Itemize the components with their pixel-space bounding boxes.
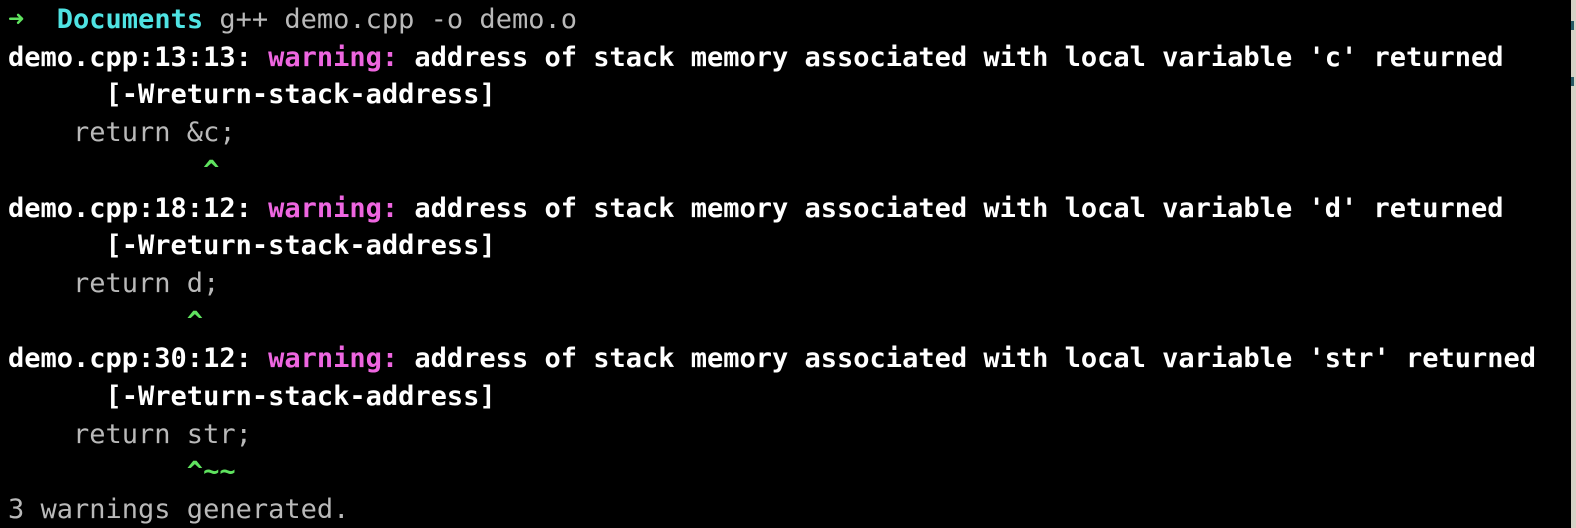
file-location: demo.cpp:13:13: — [8, 41, 269, 73]
source-line: return str; — [8, 418, 252, 450]
warning-message: address of stack memory associated with … — [414, 343, 1537, 375]
terminal-line: demo.cpp:30:12: warning: address of stac… — [8, 340, 1566, 378]
terminal-line: [-Wreturn-stack-address] — [8, 227, 1566, 265]
source-line: return d; — [8, 267, 220, 299]
warning-flag: [-Wreturn-stack-address] — [8, 381, 496, 413]
caret-marker: ^ — [8, 305, 204, 337]
warning-message: address of stack memory associated with … — [414, 41, 1504, 73]
terminal-line: return d; — [8, 265, 1566, 303]
terminal-line: 3 warnings generated. — [8, 491, 1566, 528]
terminal-line: return &c; — [8, 114, 1566, 152]
terminal-line: return str; — [8, 416, 1566, 454]
terminal-line: [-Wreturn-stack-address] — [8, 76, 1566, 114]
background-window-edge[interactable] — [1571, 0, 1576, 528]
terminal-line: [-Wreturn-stack-address] — [8, 378, 1566, 416]
command-text: g++ demo.cpp -o demo.o — [203, 4, 577, 35]
warning-message: address of stack memory associated with … — [414, 192, 1504, 224]
terminal-line: demo.cpp:13:13: warning: address of stac… — [8, 39, 1566, 77]
warning-label: warning: — [268, 41, 415, 73]
terminal-line: demo.cpp:18:12: warning: address of stac… — [8, 190, 1566, 228]
file-location: demo.cpp:18:12: — [8, 192, 269, 224]
terminal-line: ^~~ — [8, 453, 1566, 491]
warning-label: warning: — [268, 343, 415, 375]
edge-mark — [1571, 77, 1574, 86]
warning-flag: [-Wreturn-stack-address] — [8, 79, 496, 111]
warning-label: warning: — [268, 192, 415, 224]
terminal-line: ^ — [8, 152, 1566, 190]
terminal-line: ^ — [8, 303, 1566, 341]
warning-flag: [-Wreturn-stack-address] — [8, 230, 496, 262]
source-line: return &c; — [8, 117, 236, 149]
terminal-line: ➜ Documents g++ demo.cpp -o demo.o — [8, 1, 1566, 39]
file-location: demo.cpp:30:12: — [8, 343, 269, 375]
prompt-arrow-icon: ➜ — [8, 4, 57, 35]
edge-mark — [1571, 21, 1574, 30]
summary-text: 3 warnings generated. — [8, 494, 350, 526]
caret-marker: ^ — [8, 154, 220, 186]
prompt-directory: Documents — [56, 4, 204, 35]
caret-marker: ^~~ — [8, 456, 236, 488]
